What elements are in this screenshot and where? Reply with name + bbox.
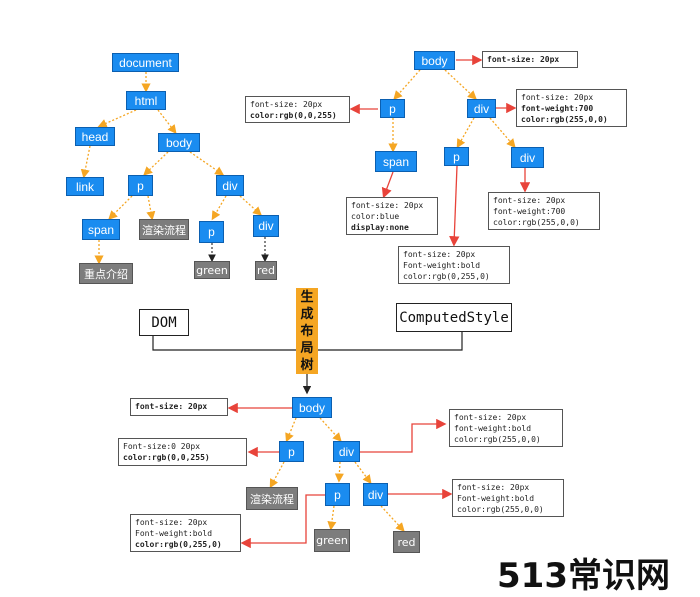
style-box-span: font-size: 20px color:blue display:none [346,197,438,235]
style-prop: color:rgb(255,0,0) [454,435,541,444]
style-box-body: font-size: 20px [482,51,578,68]
style-node-div: div [467,99,496,118]
layout-box-body: font-size: 20px [130,398,228,416]
style-prop: font-size: 20px [521,93,594,102]
style-prop: font-size: 20px [403,250,476,259]
dom-node-div-inner: div [253,215,279,237]
dom-node-span: span [82,219,120,240]
layout-box-div: font-size: 20px font-weight:bold color:r… [449,409,563,447]
label-char: 成 [300,306,314,322]
layout-node-div-inner: div [363,483,388,506]
layout-text-render-flow: 渲染流程 [246,487,298,510]
style-box-div: font-size: 20px font-weight:700 color:rg… [516,89,627,127]
dom-text-render-flow: 渲染流程 [139,219,189,240]
dom-text-green: green [194,261,230,279]
dom-tree-edges [80,72,262,265]
dom-node-html: html [126,91,166,110]
computed-style-label: ComputedStyle [396,303,512,332]
style-prop: Font-size:0 20px [123,442,201,451]
style-arrows [349,54,531,247]
dom-node-p-inner: p [199,221,224,243]
dom-text-highlight: 重点介绍 [79,263,133,284]
dom-node-body: body [158,133,200,152]
dom-node-div: div [216,175,244,196]
layout-text-green: green [314,529,350,552]
style-prop: Font-weight:bold [135,529,213,538]
layout-node-body: body [292,397,332,418]
style-prop: color:rgb(0,255,0) [403,272,490,281]
style-box-div-inner: font-size: 20px font-weight:700 color:rg… [488,192,600,230]
style-prop: font-size: 20px [135,402,208,411]
dom-node-head: head [75,127,115,146]
label-char: 局 [300,340,314,356]
layout-tree-edges [269,417,405,532]
style-prop: color:rgb(0,0,255) [250,111,337,120]
layout-node-div: div [333,441,360,462]
style-prop: Font-weight:bold [403,261,481,270]
site-watermark: 513常识网 [497,556,670,596]
dom-node-document: document [112,53,179,72]
dom-text-red: red [255,261,277,280]
style-node-body: body [414,51,455,70]
style-prop: color:rgb(0,0,255) [123,453,210,462]
style-box-p: font-size: 20px color:rgb(0,0,255) [245,96,350,123]
style-prop: color:blue [351,212,400,221]
style-box-p-inner: font-size: 20px Font-weight:bold color:r… [398,246,510,284]
style-node-p-inner: p [444,147,469,166]
style-prop: font-weight:bold [454,424,532,433]
style-prop: color:rgb(255,0,0) [457,505,544,514]
label-char: 树 [300,357,314,373]
style-prop: color:rgb(0,255,0) [135,540,222,549]
style-prop: font-size: 20px [351,201,424,210]
layout-node-p: p [279,441,304,462]
style-node-span: span [375,151,417,172]
style-prop: font-weight:700 [521,104,594,113]
layout-node-p-inner: p [325,483,350,506]
style-node-p: p [380,99,405,118]
layout-box-p-inner: font-size: 20px Font-weight:bold color:r… [130,514,241,552]
label-char: 布 [300,323,314,339]
layout-arrows [227,402,453,549]
layout-box-p: Font-size:0 20px color:rgb(0,0,255) [118,438,247,466]
dom-node-link: link [66,177,104,196]
style-node-div-inner: div [511,147,544,168]
style-prop: font-size: 20px [135,518,208,527]
dom-text-edges [208,237,269,263]
style-tree-edges [388,69,516,153]
style-prop: font-size: 20px [487,55,560,64]
style-prop: font-size: 20px [457,483,530,492]
layout-text-red: red [393,531,420,553]
style-prop: color:rgb(255,0,0) [493,218,580,227]
style-prop: color:rgb(255,0,0) [521,115,608,124]
dom-node-p: p [128,175,153,196]
style-prop: font-size: 20px [493,196,566,205]
style-prop: font-size: 20px [454,413,527,422]
style-prop: font-size: 20px [250,100,323,109]
generate-layout-tree-label: 生 成 布 局 树 [296,288,318,374]
style-prop: font-weight:700 [493,207,566,216]
style-prop: Font-weight:bold [457,494,535,503]
dom-label: DOM [139,309,189,336]
label-char: 生 [300,289,314,305]
layout-box-div-inner: font-size: 20px Font-weight:bold color:r… [452,479,564,517]
style-prop: display:none [351,223,409,232]
